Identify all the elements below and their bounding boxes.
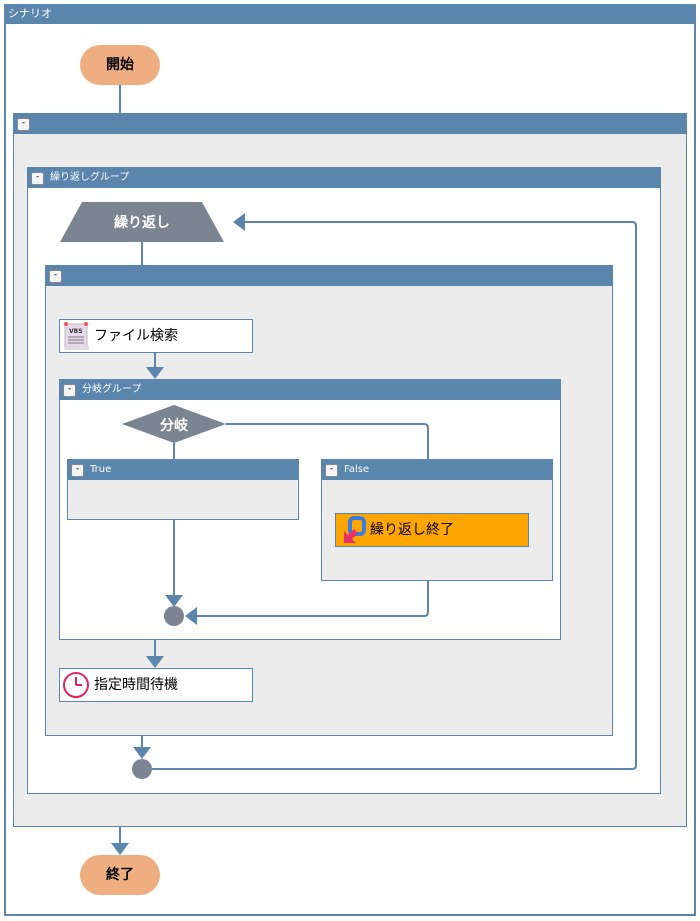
branch-label[interactable]: 分岐 [160,418,188,434]
true-branch-title: True [68,460,298,480]
branch-diamond [122,405,226,443]
collapse-button[interactable]: - [17,118,30,131]
wait-label: 指定時間待機 [94,677,178,693]
loop-end-node [132,759,152,779]
collapse-button[interactable]: - [325,464,338,477]
loop-group-title: 繰り返しグループ [28,168,660,188]
collapse-button[interactable]: - [31,172,44,185]
collapse-button[interactable]: - [49,270,62,283]
vbs-script-icon: VBS [64,322,89,350]
false-branch-title: False [322,460,552,480]
branch-group-title: 分岐グループ [60,380,560,400]
merge-node [164,606,184,626]
end-node[interactable]: 終了 [80,855,160,895]
file-search-label: ファイル検索 [94,328,178,344]
svg-text:VBS: VBS [69,328,83,335]
clock-icon [63,672,89,698]
true-branch: True - [67,459,299,520]
collapse-button[interactable]: - [71,464,84,477]
window-title: シナリオ [4,4,696,24]
loop-body-header [46,266,612,286]
loop-exit-icon [344,516,366,543]
start-node[interactable]: 開始 [80,45,160,85]
loop-exit-label: 繰り返し終了 [370,522,454,538]
collapse-button[interactable]: - [63,384,76,397]
loop-label[interactable]: 繰り返し [114,215,170,231]
loop-exit-action[interactable]: 繰り返し終了 [335,513,529,547]
outer-group-header [14,114,686,134]
file-search-action[interactable]: VBS ファイル検索 [59,319,253,353]
loop-shape [60,202,224,242]
wait-action[interactable]: 指定時間待機 [59,668,253,702]
